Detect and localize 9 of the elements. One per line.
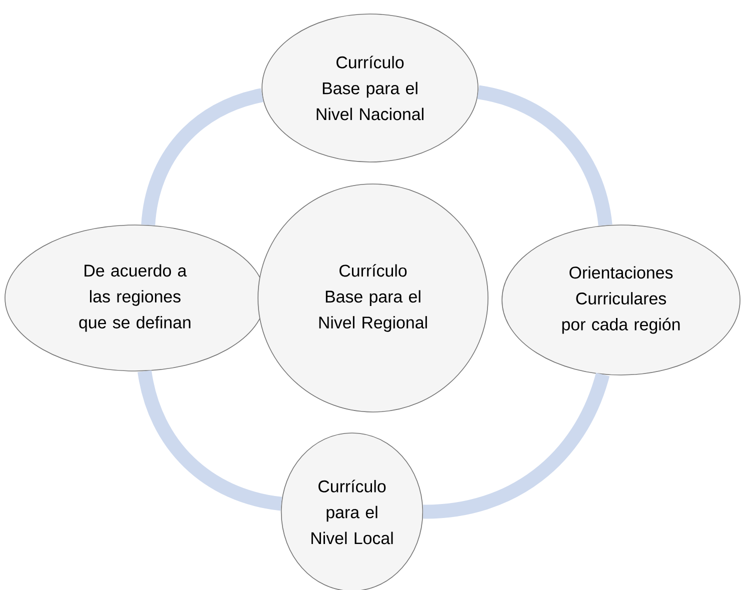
ellipse-node: Orientaciones Curriculares por cada región: [502, 224, 740, 376]
ellipse-node: Currículo Base para el Nivel Regional: [258, 184, 488, 412]
ring-segment: [138, 370, 282, 511]
ellipse-node: Currículo Base para el Nivel Nacional: [262, 14, 478, 162]
ring-segment: [141, 88, 264, 226]
ellipse-node: De acuerdo a las regiones que se definan: [4, 224, 266, 372]
ring-segment: [422, 372, 610, 519]
ellipse-node: Currículo para el Nivel Local: [280, 432, 424, 590]
ring-segment: [476, 85, 612, 226]
